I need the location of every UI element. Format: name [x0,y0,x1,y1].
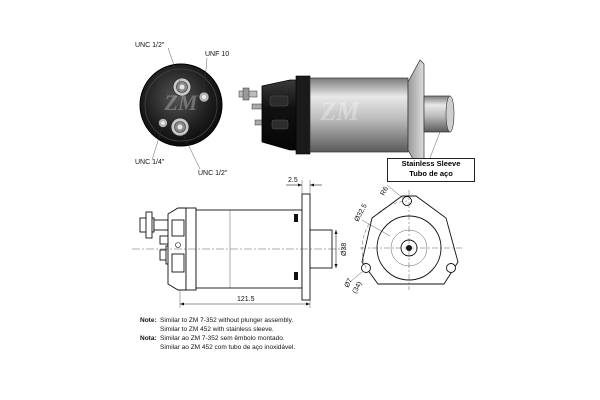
nota-row-2: Similar ao ZM 452 com tubo de aço inoxid… [140,343,295,352]
leader-unf-10 [203,57,208,94]
watermark-logo: ZM [164,90,199,115]
dim-label-d38: Ø38 [341,243,348,256]
leader-unc-half-bottom [182,133,201,170]
dim-label-d7: Ø7 [344,277,355,289]
leader-stainless-sleeve [429,131,441,159]
photo-end-view: ZM [139,63,223,147]
dim-label-2-5: 2.5 [288,177,298,184]
drawing-side-elevation [132,193,345,301]
dim-label-121-5: 121.5 [237,296,255,303]
dimension-2-5: 2.5 [286,177,322,194]
dimension-d7: Ø7 (34) [344,271,364,295]
dimension-121-5: 121.5 [179,290,311,308]
dim-label-r6: R6 [380,186,390,197]
label-unf-10: UNF 10 [205,51,229,58]
dimension-r6: R6 [380,184,405,200]
dim-label-d32-5: Ø32.5 [354,203,369,223]
drawing-front-view [360,190,462,290]
nota-line-2: Similar ao ZM 452 com tubo de aço inoxid… [160,344,296,351]
label-unc-quarter: UNC 1/4" [135,159,165,166]
note-line-2: Similar to ZM 452 with stainless sleeve. [160,326,274,333]
nota-line-1: Similar ao ZM 7-352 sem êmbolo montado. [160,335,285,342]
note-row-1: Note:Similar to ZM 7-352 without plunger… [140,316,295,325]
dimension-d38: Ø38 [334,230,348,268]
terminal-small-right [198,91,210,103]
leader-unc-half-top [167,47,181,83]
photo-side-view: ZM [238,59,455,169]
dim-label-34: (34) [352,281,364,295]
stainless-sleeve-label: Stainless Sleeve Tubo de aço [387,158,475,182]
notes-block: Note:Similar to ZM 7-352 without plunger… [140,316,295,352]
nota-row-1: Nota:Similar ao ZM 7-352 sem êmbolo mont… [140,334,295,343]
leader-unc-quarter [151,127,163,161]
sleeve-label-pt: Tubo de aço [409,169,453,178]
note-line-1: Similar to ZM 7-352 without plunger asse… [160,317,294,324]
label-unc-half-top: UNC 1/2" [135,42,165,49]
sleeve-label-en: Stainless Sleeve [401,159,461,168]
terminal-stud-bottom [170,117,190,137]
terminal-stud-top [172,77,192,97]
mounting-hole-right [446,263,456,273]
nota-key: Nota: [140,335,157,342]
watermark-logo-side: ZM [320,97,361,126]
note-key: Note: [140,317,157,324]
terminal-small-left [158,118,168,128]
note-row-2: Similar to ZM 452 with stainless sleeve. [140,325,295,334]
label-unc-half-bottom: UNC 1/2" [198,170,228,177]
